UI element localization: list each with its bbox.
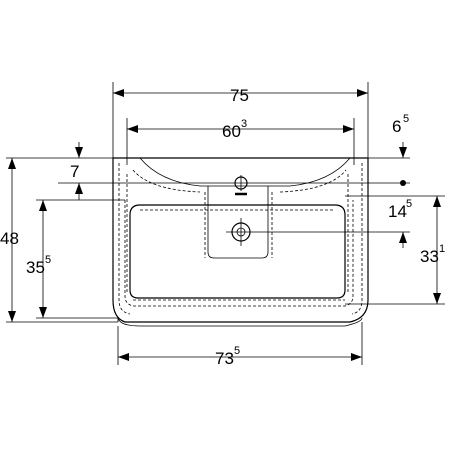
dimension-side-offset: 6 5 (392, 113, 409, 186)
left-depth-sup: 5 (45, 254, 51, 266)
dimension-tap-centers: 60 3 (127, 118, 354, 141)
rim-to-overflow-sup: 5 (406, 198, 412, 210)
bottom-width-label: 73 (215, 349, 234, 368)
top-rim-label: 7 (70, 162, 79, 181)
dimension-top-rim: 7 (70, 142, 83, 200)
right-depth-sup: 1 (439, 243, 445, 255)
overall-height-label: 48 (0, 229, 19, 248)
bottom-width-sup: 5 (234, 345, 240, 357)
extension-lines (6, 82, 445, 365)
overflow-drain-symbol (226, 218, 256, 246)
overall-width-label: 75 (230, 86, 249, 105)
hidden-edges (118, 163, 363, 315)
tap-centers-label: 60 (222, 122, 241, 141)
dimension-overall-width: 75 (113, 86, 368, 105)
dimension-right-depth: 33 1 (420, 196, 445, 304)
tap-centers-sup: 3 (241, 118, 247, 130)
dimension-overall-height: 48 (0, 158, 19, 322)
rim-to-overflow-label: 14 (388, 202, 407, 221)
dimension-rim-to-overflow: 14 5 (388, 198, 412, 248)
dimension-left-depth: 35 5 (26, 200, 51, 318)
side-offset-label: 6 (392, 117, 401, 136)
right-depth-label: 33 (420, 247, 439, 266)
side-offset-sup: 5 (403, 113, 409, 125)
dimension-bottom-width: 73 5 (118, 345, 362, 368)
left-depth-label: 35 (26, 258, 45, 277)
tap-hole-symbol (230, 175, 252, 196)
